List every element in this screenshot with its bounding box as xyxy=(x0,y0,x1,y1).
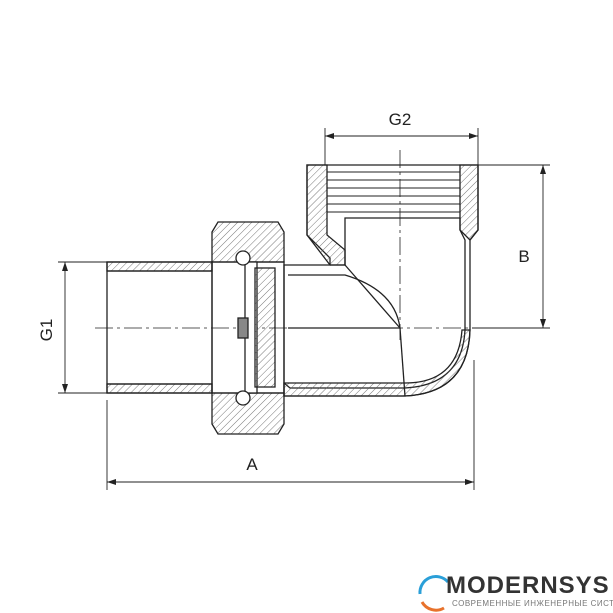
female-thread xyxy=(326,168,461,218)
dimension-label-g1: G1 xyxy=(37,319,56,342)
male-threaded-end xyxy=(106,261,213,394)
union-nut xyxy=(211,221,285,435)
dimension-label-g2: G2 xyxy=(389,110,412,129)
modernsys-logo: MODERNSYS СОВРЕМЕННЫЕ ИНЖЕНЕРНЫЕ СИСТЕМЫ xyxy=(414,570,613,613)
logo-ring-icon xyxy=(418,575,450,612)
dimension-arrows xyxy=(62,133,546,485)
elbow-body xyxy=(283,164,479,397)
dimension-label-a: A xyxy=(246,455,258,474)
logo-wordmark: MODERNSYS xyxy=(446,572,610,599)
dimension-label-b: B xyxy=(518,247,529,266)
dimension-lines xyxy=(58,128,550,490)
logo-tagline: СОВРЕМЕННЫЕ ИНЖЕНЕРНЫЕ СИСТЕМЫ xyxy=(452,599,613,608)
